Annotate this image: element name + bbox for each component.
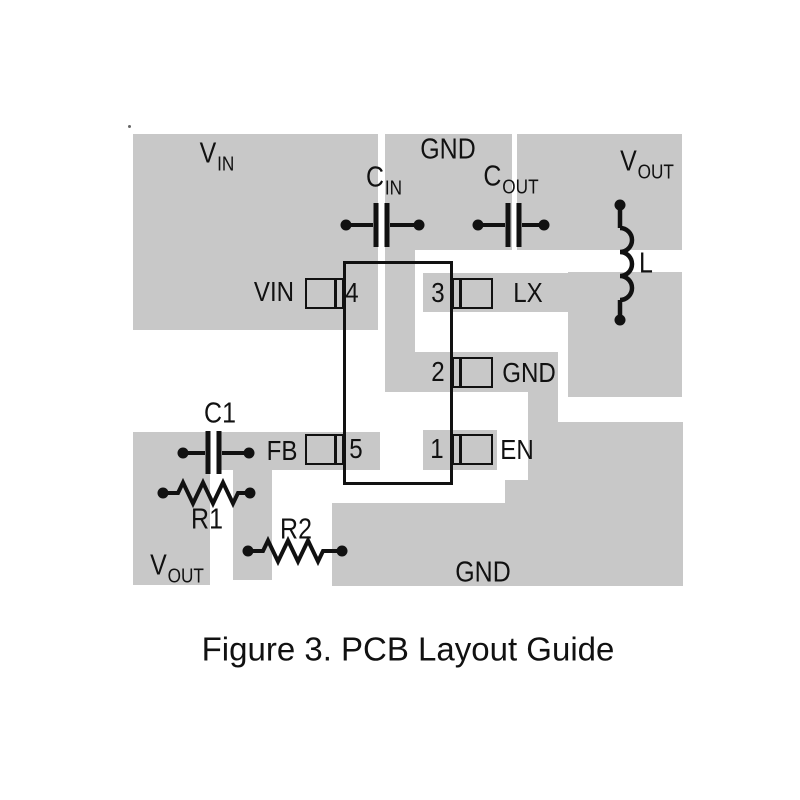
lx-pin-label: LX [513,277,543,308]
c1-right-terminal-dot [243,447,255,459]
cout-capacitor-symbol [472,203,550,247]
l-bottom-terminal-dot [614,314,626,326]
pin-5-pad [305,434,336,465]
cout-right-terminal-dot [538,219,550,231]
vout-top-label-main: V [620,145,637,178]
pin-5-number: 5 [349,433,363,464]
pin-1-number: 1 [430,433,444,464]
pin-3-number: 3 [431,277,445,308]
gnd-bottom-label: GND [455,556,511,589]
vin-pin-label: VIN [253,276,295,307]
vout-bottom-label-sub: OUT [167,565,204,588]
pour-gnd-bottom-main [332,503,683,586]
figure-caption: Figure 3. PCB Layout Guide [201,630,615,668]
pour-gnd-bottom-upper [505,480,683,503]
vout-top-label-sub: OUT [637,161,674,184]
pin-3-pad [460,278,493,309]
pin-5-stub [335,434,344,465]
vout-bottom-label-main: V [150,549,167,582]
cout-label-main: C [483,160,502,193]
pour-lx-block [568,272,682,397]
en-pin-label: EN [500,434,534,465]
pour-gnd-strip [385,250,415,352]
r2-right-terminal-dot [336,545,348,557]
r1-label: R1 [191,503,223,536]
gnd-top-label: GND [420,133,476,166]
pour-vout-left [133,432,210,585]
pour-gnd-connector [528,392,558,422]
pour-vout-top [517,134,682,250]
pin-4-number: 4 [345,277,359,308]
vin-pour-label-main: V [199,137,217,170]
pour-gnd-bottom-right [528,422,683,480]
c1-capacitor-symbol [177,431,255,474]
print-speck [128,125,131,128]
pin-2-number: 2 [431,356,445,387]
cin-capacitor-symbol [340,203,425,247]
pin-4-pad [305,278,336,309]
l-coil [619,225,635,303]
r2-zigzag [248,535,342,567]
r2-resistor-symbol [242,535,348,567]
pin-1-pad [460,434,493,465]
r1-zigzag [163,477,250,509]
r1-resistor-symbol [157,477,256,509]
r1-right-terminal-dot [244,487,256,499]
vin-pour-label-sub: IN [217,153,235,176]
pour-vin [133,134,378,330]
l-inductor-symbol [614,199,635,326]
gnd-pin-label: GND [502,357,556,388]
cin-label-main: C [365,161,384,194]
cin-label-sub: IN [384,177,403,200]
ic-body-outline [343,261,453,485]
pin-2-pad [460,357,493,388]
l-label: L [639,247,653,280]
pin-4-stub [335,278,344,309]
cout-label-sub: OUT [502,176,539,199]
c1-label: C1 [204,397,236,430]
r2-label: R2 [280,513,312,546]
pour-gnd-top [385,134,512,250]
cin-right-terminal-dot [413,219,425,231]
fb-pin-label: FB [266,435,298,466]
